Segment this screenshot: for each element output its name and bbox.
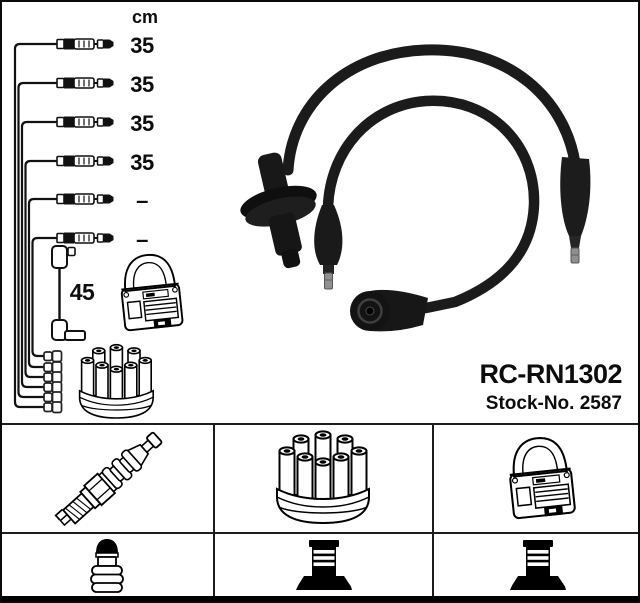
grid-top-line — [2, 423, 638, 425]
distributor-cap-drawing — [78, 343, 154, 419]
spark-plug-icon — [52, 428, 168, 530]
part-number-block: RC-RN1302 Stock-No. 2587 — [479, 358, 622, 416]
cable-length-4: 35 — [130, 150, 154, 175]
terminal-nut-icon — [90, 539, 124, 593]
grid-row-divider — [2, 532, 638, 534]
distributor-connector-stack — [43, 350, 63, 414]
distributor-terminal-icon — [510, 540, 566, 590]
unit-header: cm — [131, 7, 158, 27]
stock-number: Stock-No. 2587 — [485, 392, 622, 414]
grid-vertical-divider-2 — [432, 423, 434, 601]
cable-length-1: 35 — [130, 33, 154, 58]
coil-wire-length: 45 — [69, 279, 95, 305]
product-photo — [240, 44, 591, 332]
wire-bus — [13, 42, 57, 409]
elbow-boot — [350, 289, 428, 332]
straight-boot-right — [560, 157, 591, 264]
straight-boot-left — [314, 205, 343, 290]
cable-length-3: 35 — [130, 111, 154, 136]
grid-vertical-divider-1 — [213, 423, 215, 601]
cable-length-6: – — [136, 227, 148, 252]
cable-length-2: 35 — [130, 72, 154, 97]
wiring-schematic — [13, 37, 184, 419]
distributor-terminal-icon — [296, 540, 352, 590]
coil-wire — [51, 245, 86, 341]
cable-length-5: – — [136, 188, 148, 213]
ignition-coil-icon — [505, 434, 577, 521]
cable-end-icons — [56, 37, 115, 245]
part-number: RC-RN1302 — [479, 359, 622, 389]
cable-inner — [322, 95, 540, 314]
distributor-boot — [240, 152, 317, 269]
ignition-coil-drawing — [117, 251, 184, 333]
distributor-cap-icon — [276, 430, 370, 524]
cable-outer — [282, 44, 581, 176]
bottom-border-band — [2, 596, 638, 601]
